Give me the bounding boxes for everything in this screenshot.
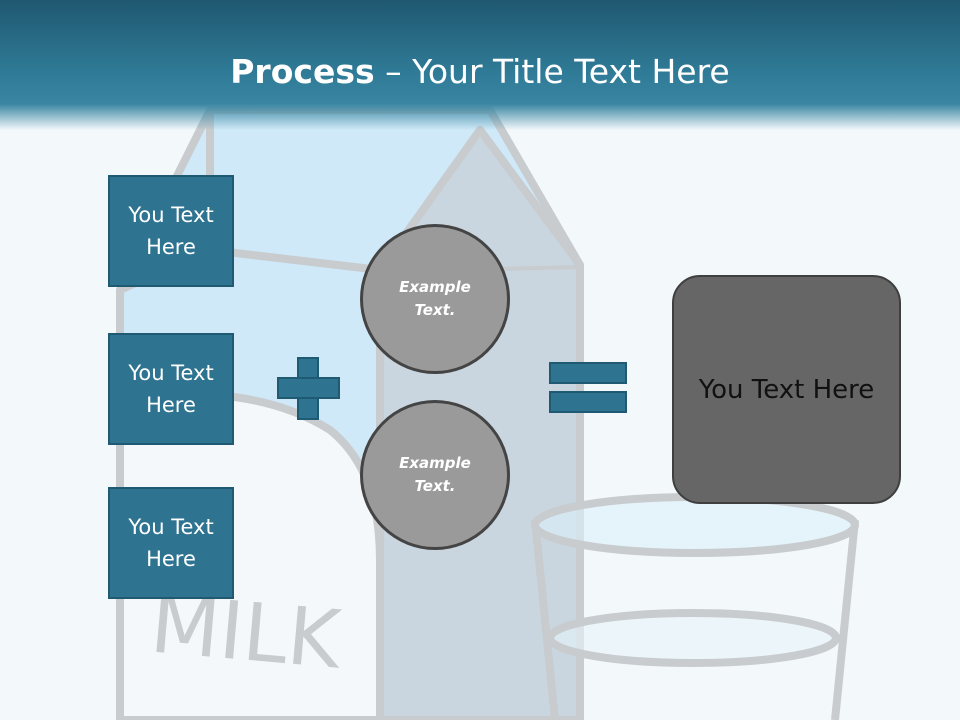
circle-label: Example Text. <box>399 454 471 495</box>
title-rest: – Your Title Text Here <box>374 52 730 91</box>
result-label: You Text Here <box>698 374 875 405</box>
input-box-3[interactable]: You Text Here <box>108 487 234 599</box>
input-box-2[interactable]: You Text Here <box>108 333 234 445</box>
header-bar <box>0 0 960 130</box>
title-bold: Process <box>230 52 375 91</box>
example-circle-1[interactable]: Example Text. <box>360 224 510 374</box>
input-box-label: You Text Here <box>128 361 214 417</box>
input-box-label: You Text Here <box>128 515 214 571</box>
example-circle-2[interactable]: Example Text. <box>360 400 510 550</box>
page-title: Process – Your Title Text Here <box>0 52 960 91</box>
result-box[interactable]: You Text Here <box>672 275 901 504</box>
input-box-1[interactable]: You Text Here <box>108 175 234 287</box>
circle-label: Example Text. <box>399 278 471 319</box>
input-box-label: You Text Here <box>128 203 214 259</box>
